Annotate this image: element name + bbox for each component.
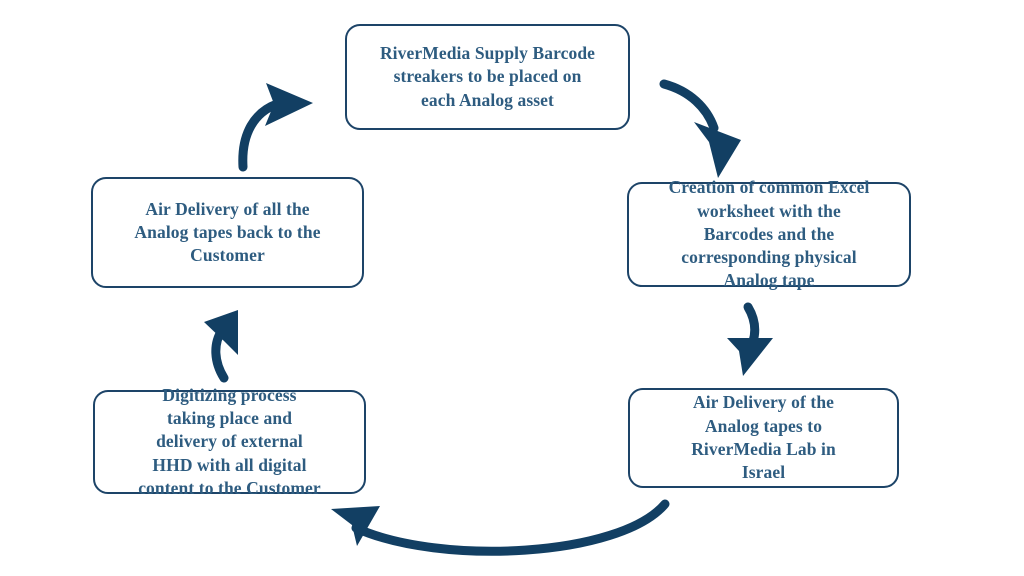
- arrow-excel-to-lab-icon: [727, 302, 773, 376]
- process-node-digitizing-label: Digitizing process taking place and deli…: [138, 384, 321, 498]
- process-node-air-delivery-lab[interactable]: Air Delivery of the Analog tapes to Rive…: [628, 388, 899, 488]
- arrow-lab-to-digitizing-icon: [331, 499, 670, 556]
- process-node-excel-label: Creation of common Excel worksheet with …: [668, 177, 870, 291]
- arrow-digitizing-to-airback-icon: [204, 310, 238, 383]
- process-node-air-delivery-back[interactable]: Air Delivery of all the Analog tapes bac…: [91, 177, 364, 288]
- process-node-barcode-label: RiverMedia Supply Barcode streakers to b…: [379, 43, 596, 110]
- process-node-air-delivery-lab-label: Air Delivery of the Analog tapes to Rive…: [691, 392, 836, 483]
- process-node-excel[interactable]: Creation of common Excel worksheet with …: [627, 177, 911, 290]
- process-node-digitizing[interactable]: Digitizing process taking place and deli…: [93, 385, 366, 498]
- arrow-airback-to-barcode-icon: [238, 83, 313, 172]
- process-node-barcode[interactable]: RiverMedia Supply Barcode streakers to b…: [345, 24, 630, 130]
- arrow-barcode-to-excel-icon: [659, 79, 741, 178]
- process-node-air-delivery-back-label: Air Delivery of all the Analog tapes bac…: [134, 198, 321, 266]
